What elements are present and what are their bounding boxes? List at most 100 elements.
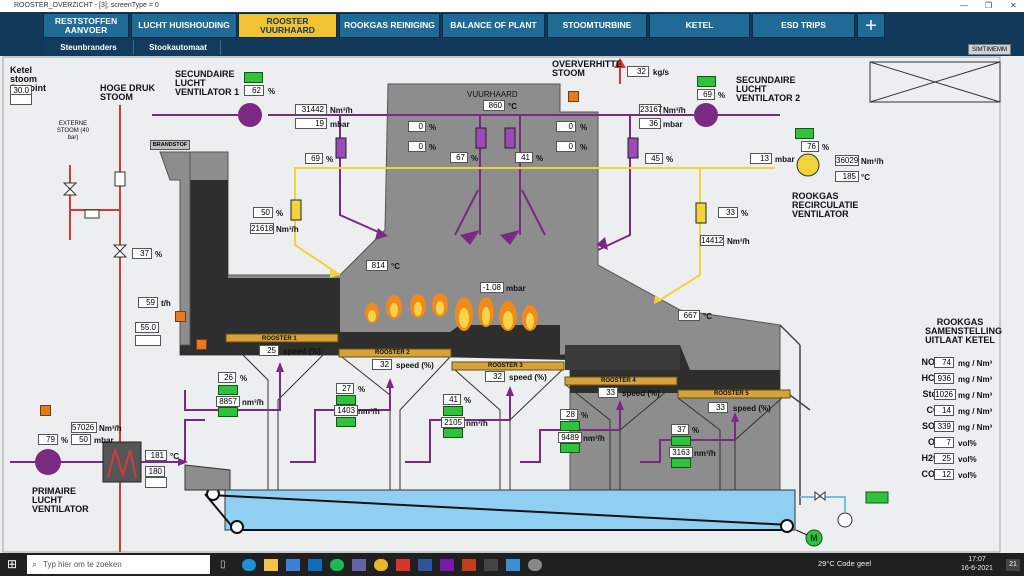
zone-3-status[interactable]: [443, 406, 463, 416]
steam-out-arrow: [614, 58, 626, 68]
prim-press: 50: [71, 434, 91, 445]
fuel-setpoint-adjust[interactable]: [135, 335, 161, 346]
zone-1-status[interactable]: [218, 385, 238, 395]
label-externe-stoom: EXTERNE STOOM (40 bar): [56, 121, 90, 141]
gas-value: 339: [934, 421, 954, 432]
water-status: [865, 491, 889, 504]
windows-start-icon[interactable]: ⊞: [7, 557, 18, 571]
unit-pct: %: [155, 250, 163, 259]
powerpoint-icon[interactable]: [462, 559, 476, 571]
pa-set-adjust[interactable]: [145, 477, 167, 488]
store-icon[interactable]: [286, 559, 300, 571]
spotify-icon[interactable]: [330, 559, 344, 571]
rooster-2-speed: 32: [372, 359, 392, 370]
brandstof-button[interactable]: BRANDSTOF: [150, 140, 190, 150]
settings-icon[interactable]: [528, 559, 542, 571]
teams-icon[interactable]: [352, 559, 366, 571]
unit-pct: %: [581, 411, 589, 420]
pa-set[interactable]: 180: [145, 466, 165, 477]
fuel-settings-icon[interactable]: [175, 311, 186, 322]
zone-4-adjust[interactable]: [560, 443, 580, 453]
sec-vent-1-status[interactable]: [244, 72, 263, 83]
tab-balance-of-plant[interactable]: BALANCE OF PLANT: [442, 13, 545, 38]
weather[interactable]: 29°C Code geel: [818, 559, 872, 568]
unit-speed: speed (%): [733, 404, 771, 413]
externe-stoom-valve: [62, 182, 78, 196]
primary-settings-icon[interactable]: [40, 405, 51, 416]
zone-3-pct: 41: [443, 394, 461, 405]
gas-name: NOx: [921, 357, 940, 367]
zone-4-pct: 28: [560, 409, 578, 420]
taskbar-search[interactable]: ⌕ Typ hier om te zoeken: [27, 555, 210, 574]
zone-3-adjust[interactable]: [443, 428, 463, 438]
acrobat-icon[interactable]: [396, 559, 410, 571]
rooster-4-bar: [564, 376, 678, 386]
sv2-flow: 23167: [639, 104, 663, 115]
gas-name: H2O: [921, 453, 940, 463]
simtime-badge[interactable]: SIMTIMEMM: [968, 44, 1011, 55]
tab-lucht-huishouding[interactable]: LUCHT HUISHOUDING: [131, 13, 237, 38]
rookgas-fan-status[interactable]: [795, 128, 814, 139]
rooster-3-bar: [451, 361, 565, 371]
boiler-body: [179, 83, 781, 506]
minimize-icon[interactable]: —: [960, 1, 968, 10]
preheater-coil: [107, 446, 137, 479]
task-view-icon[interactable]: ▯: [220, 559, 226, 570]
water-pump: [837, 512, 853, 528]
vh-temp-unit: °C: [508, 102, 517, 111]
zone-2-adjust[interactable]: [336, 417, 356, 427]
fuel-setpoint[interactable]: 55.0: [135, 322, 159, 333]
placeholder-box-top: [869, 61, 1001, 103]
sec-vent-2-status[interactable]: [697, 76, 716, 87]
word-icon[interactable]: [418, 559, 432, 571]
zone-4-status[interactable]: [560, 421, 580, 431]
unit-mbar: mbar: [330, 120, 350, 129]
unit-pct: %: [61, 436, 69, 445]
prim-flow: 57026: [71, 422, 97, 433]
subtab-steunbranders[interactable]: Steunbranders: [44, 40, 134, 55]
damper-right: 45: [645, 153, 663, 164]
date-display: 16/06/21: [944, 16, 980, 26]
zone-3-flow: 2105: [441, 417, 465, 428]
rooster-5-label: ROOSTER 5: [714, 391, 749, 397]
gas-value: 74: [934, 357, 954, 368]
tab-rooster-vuurhaard[interactable]: ROOSTER VUURHAARD: [238, 13, 337, 38]
maximize-icon[interactable]: ❐: [985, 1, 993, 10]
edge-icon[interactable]: [242, 559, 256, 571]
outlook-icon[interactable]: [308, 559, 322, 571]
rooster-1-label: ROOSTER 1: [262, 336, 297, 342]
tab-reststoffen-aanvoer[interactable]: RESTSTOFFEN AANVOER: [43, 13, 129, 38]
grate-settings-icon[interactable]: [196, 339, 207, 350]
dampers: [290, 127, 707, 224]
notification-badge[interactable]: 21: [1006, 559, 1020, 571]
add-tab-button[interactable]: +: [857, 13, 885, 38]
tab-rookgas-reiniging[interactable]: ROOKGAS REINIGING: [339, 13, 440, 38]
remote-icon[interactable]: [506, 559, 520, 571]
ry-l-pct: 50: [253, 207, 273, 218]
close-icon[interactable]: ✕: [1010, 1, 1017, 10]
vuurhaard-settings-icon[interactable]: [568, 91, 579, 102]
taskbar-clock[interactable]: 17:07 16-6-2021: [960, 555, 994, 573]
zone-5-status[interactable]: [671, 436, 691, 446]
chrome-icon[interactable]: [374, 559, 388, 571]
boiler-inner-step: [565, 345, 680, 370]
onenote-icon[interactable]: [440, 559, 454, 571]
terminal-icon[interactable]: [484, 559, 498, 571]
damper-left: 69: [305, 153, 323, 164]
gas-value: 14: [934, 405, 954, 416]
unit-pct: %: [464, 396, 472, 405]
rooster-1-bar: [225, 333, 339, 343]
unit-speed: speed (%): [509, 373, 547, 382]
tab-esd-trips[interactable]: ESD TRIPS: [752, 13, 855, 38]
tab-stoomturbine[interactable]: STOOMTURBINE: [547, 13, 647, 38]
zone-2-status[interactable]: [336, 395, 356, 405]
explorer-icon[interactable]: [264, 559, 278, 571]
zone-5-adjust[interactable]: [671, 458, 691, 468]
rooster-2-bar: [338, 348, 452, 358]
tab-ketel[interactable]: KETEL: [649, 13, 750, 38]
subtab-stookautomaat[interactable]: Stookautomaat: [136, 40, 221, 55]
zone-1-adjust[interactable]: [218, 407, 238, 417]
unit-m3h: nm³/h: [358, 407, 380, 416]
setpoint-adjust[interactable]: [10, 94, 32, 105]
gas-unit: mg / Nm³: [958, 375, 993, 384]
